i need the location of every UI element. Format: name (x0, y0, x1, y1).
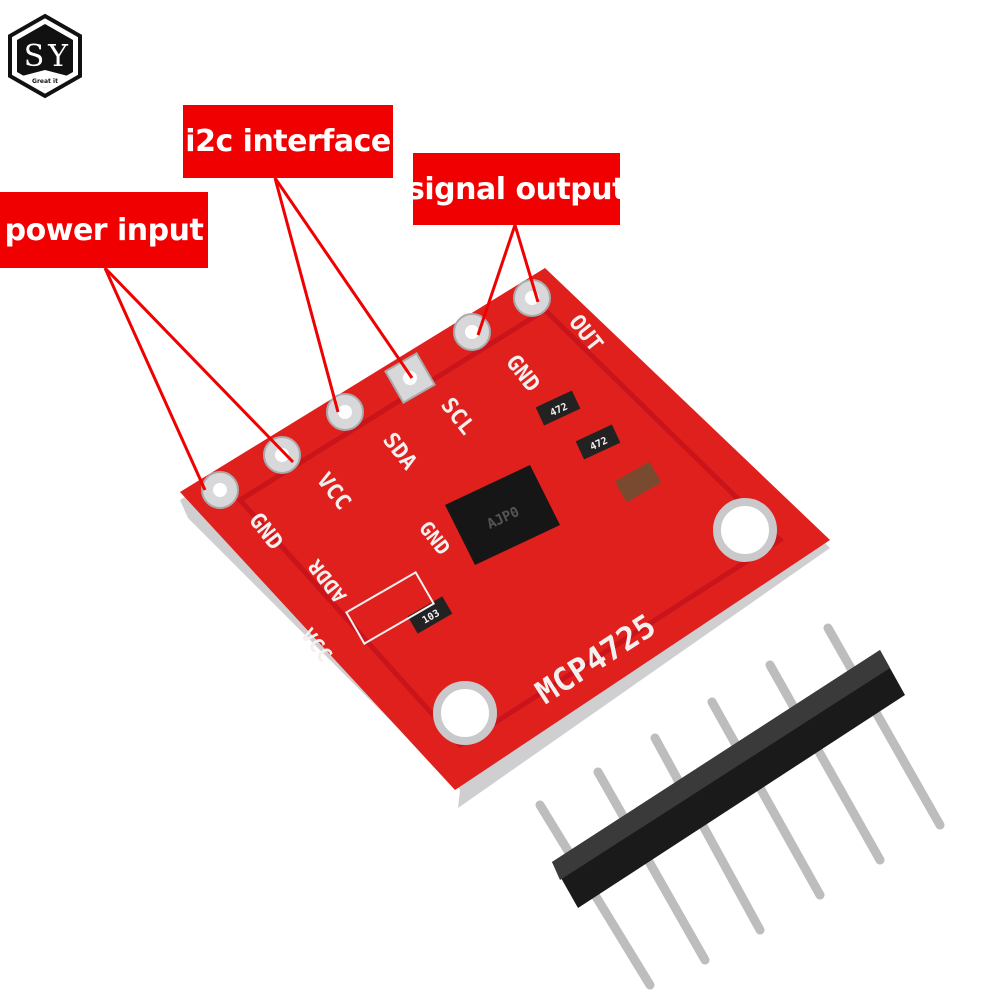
logo-letter-s: S (24, 39, 45, 74)
resistor: 472 (575, 424, 621, 460)
pin-header (535, 623, 945, 990)
sy-logo: S Y Great it (8, 13, 82, 99)
callout-signal-output: signal output (407, 153, 626, 225)
mounting-hole (713, 498, 777, 562)
logo-letter-y: Y (47, 39, 69, 74)
callout-power-input: power input (0, 192, 208, 268)
resistor: 103 (407, 596, 453, 634)
capacitor (614, 461, 662, 503)
logo-tagline: Great it (32, 78, 58, 85)
pcb: AJP0 472 472 103 GND VCC SDA SCL GND OUT… (180, 268, 830, 808)
mounting-hole (433, 681, 497, 745)
callout-i2c-interface: i2c interface (183, 105, 393, 178)
callout-lines (103, 177, 540, 491)
dac-chip (445, 465, 560, 565)
resistor: 472 (535, 390, 581, 426)
